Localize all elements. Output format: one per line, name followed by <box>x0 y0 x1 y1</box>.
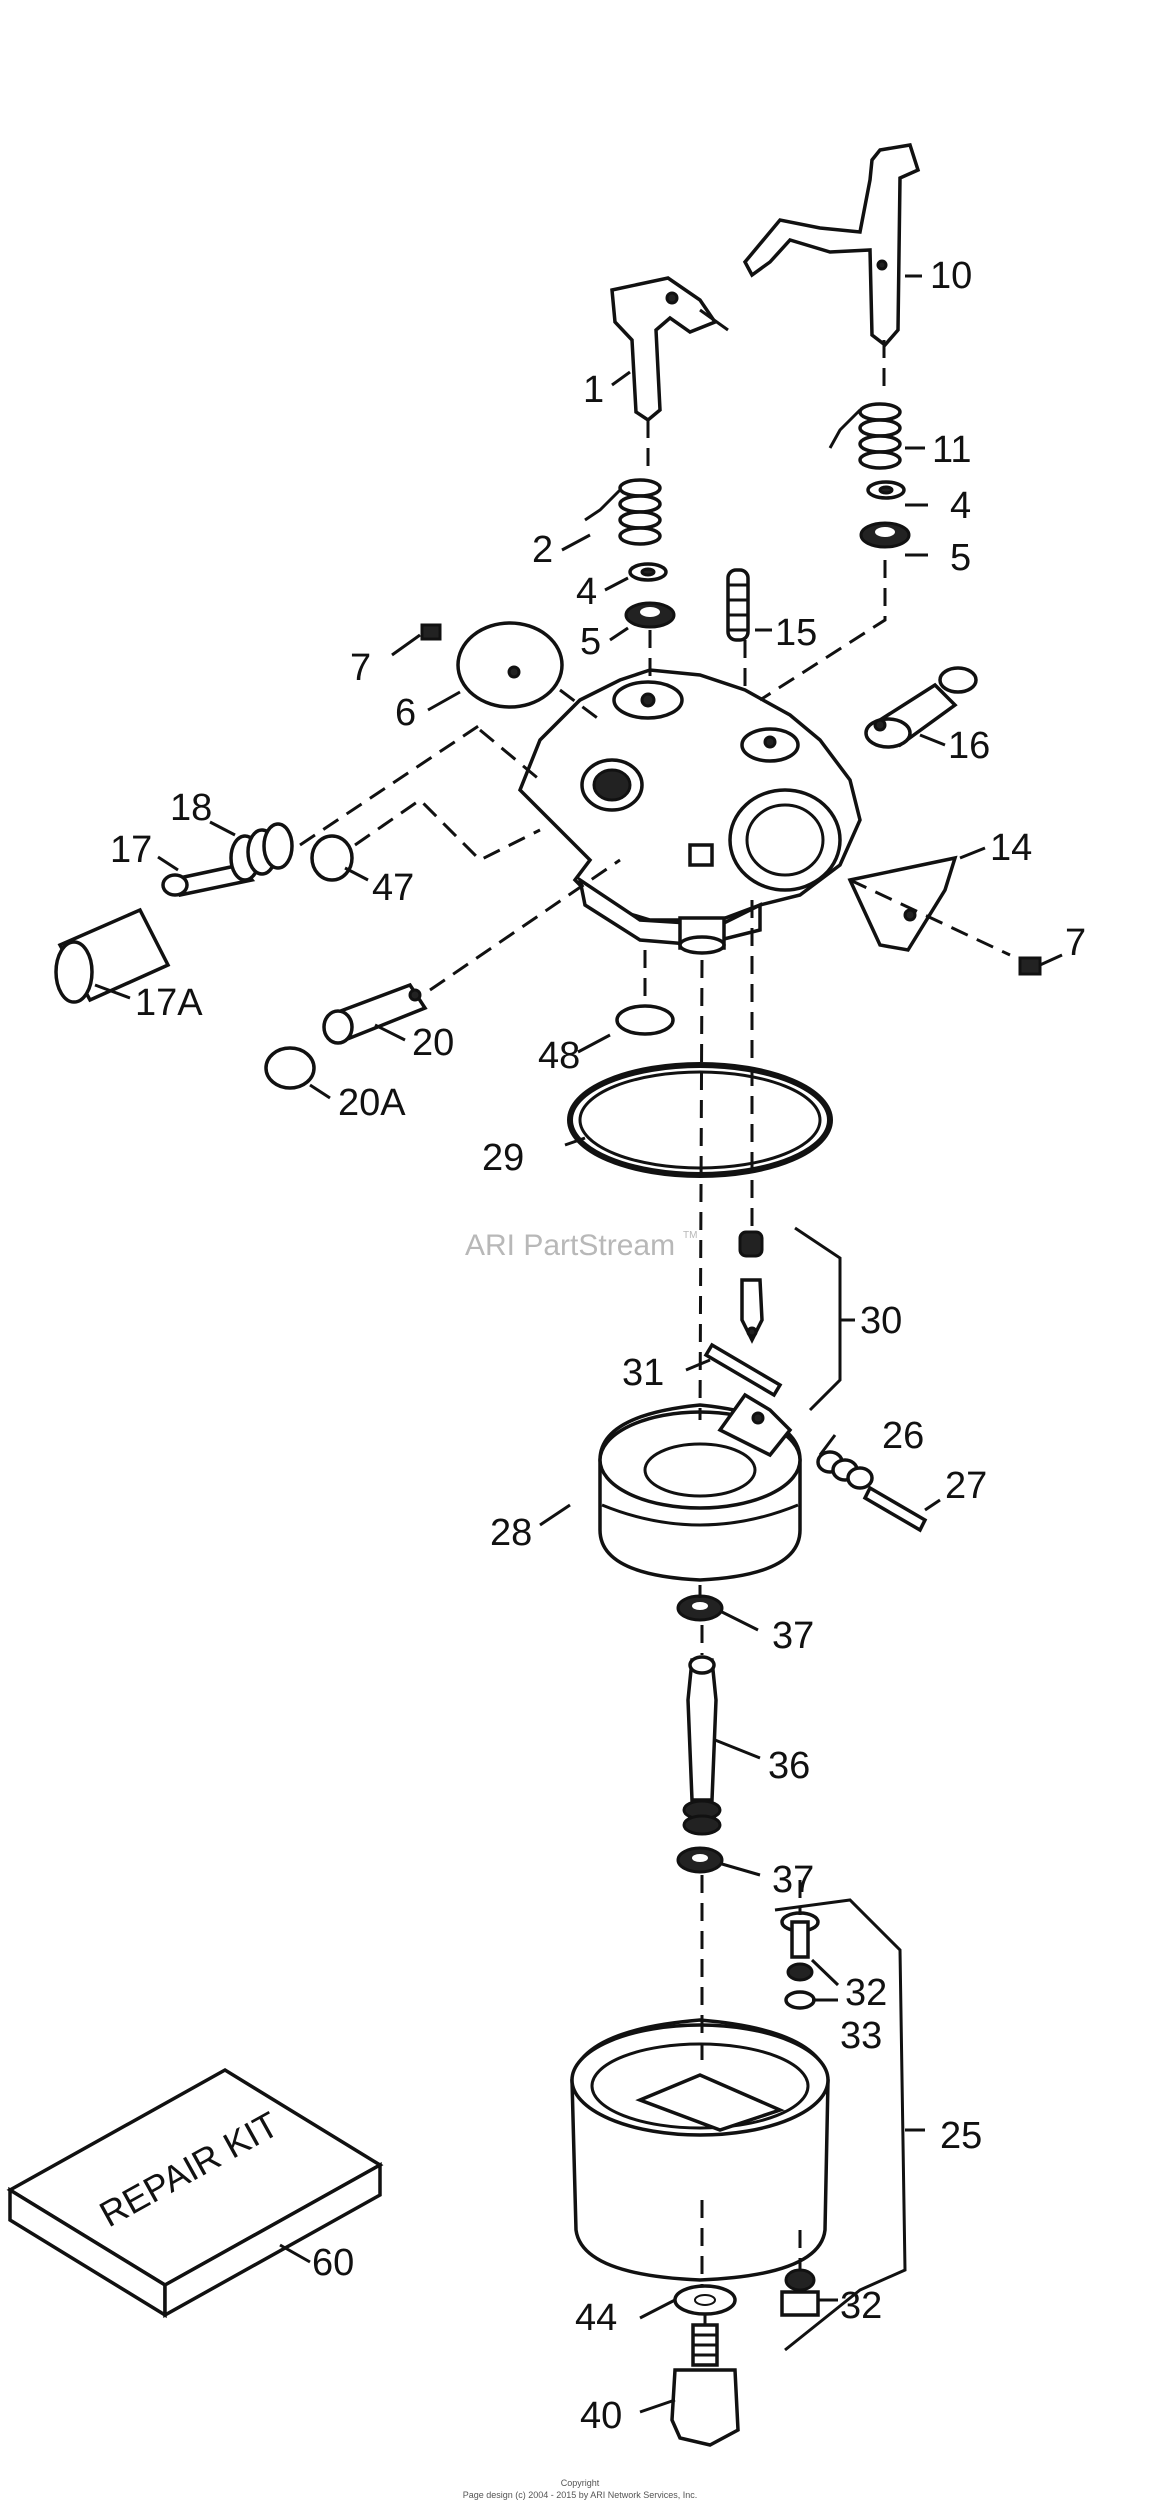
label-5b: 5 <box>950 537 971 579</box>
float-pin-part <box>862 1485 928 1533</box>
label-7a: 7 <box>350 647 371 689</box>
label-18: 18 <box>170 787 212 829</box>
fuel-inlet-fitting-part <box>864 666 978 749</box>
label-27: 27 <box>945 1465 987 1507</box>
label-37a: 37 <box>772 1615 814 1657</box>
label-10: 10 <box>930 255 972 297</box>
label-4b: 4 <box>950 485 971 527</box>
label-25: 25 <box>940 2115 982 2157</box>
bowl-washer-part <box>676 1846 724 1874</box>
label-16: 16 <box>948 725 990 767</box>
float-spring-part <box>816 1450 874 1490</box>
welch-plug-part <box>310 834 354 882</box>
float-part <box>598 1392 802 1582</box>
inlet-needle-part <box>738 1230 764 1344</box>
label-14: 14 <box>990 827 1032 869</box>
fuel-bowl-part <box>570 2018 830 2282</box>
label-44: 44 <box>575 2297 617 2339</box>
seal-part <box>859 521 911 549</box>
label-26: 26 <box>882 1415 924 1457</box>
carburetor-body-part <box>517 668 862 955</box>
idle-spring-part <box>229 822 294 882</box>
label-4a: 4 <box>576 571 597 613</box>
throttle-shaft-part <box>610 276 729 423</box>
label-17: 17 <box>110 829 152 871</box>
label-32b: 32 <box>840 2285 882 2327</box>
label-37b: 37 <box>772 1859 814 1901</box>
bowl-nut-part <box>670 2323 740 2447</box>
inlet-disc-part <box>615 1004 675 1036</box>
footer-page-design: Page design (c) 2004 - 2015 by ARI Netwo… <box>463 2490 698 2500</box>
repair-kit-box <box>6 2067 384 2319</box>
footer-copyright: Copyright <box>561 2478 600 2488</box>
label-48: 48 <box>538 1035 580 1077</box>
watermark: ARI PartStream <box>465 1229 675 1262</box>
label-28: 28 <box>490 1512 532 1554</box>
label-17A: 17A <box>135 982 203 1024</box>
label-1: 1 <box>583 369 604 411</box>
label-60: 60 <box>312 2242 354 2284</box>
washer-part <box>866 480 906 500</box>
label-5a: 5 <box>580 621 601 663</box>
label-29: 29 <box>482 1137 524 1179</box>
label-7b: 7 <box>1065 922 1086 964</box>
label-30: 30 <box>860 1300 902 1342</box>
label-32a: 32 <box>845 1972 887 2014</box>
label-6: 6 <box>395 692 416 734</box>
label-40: 40 <box>580 2395 622 2437</box>
main-jet-part <box>322 982 428 1045</box>
idle-screw-spring-part <box>726 568 750 642</box>
main-nozzle-part <box>682 1655 722 1836</box>
label-20: 20 <box>412 1022 454 1064</box>
part-labels: 1 2 4 5 10 11 4 5 7 6 15 16 14 7 18 17 4… <box>110 255 1086 2437</box>
label-33: 33 <box>840 2015 882 2057</box>
throttle-spring-part <box>584 478 662 546</box>
throttle-plate-part <box>420 621 564 709</box>
choke-screw-part <box>1018 956 1042 976</box>
label-11: 11 <box>932 429 971 471</box>
jet-cap-part <box>264 1046 316 1090</box>
label-47: 47 <box>372 867 414 909</box>
choke-shaft-part <box>742 143 921 348</box>
float-pin-clip-part <box>703 1342 783 1398</box>
choke-spring-part <box>828 402 902 470</box>
seal-part <box>624 601 676 629</box>
label-20A: 20A <box>338 1082 406 1124</box>
idle-mixture-screw-part <box>161 863 256 897</box>
washer-part <box>628 562 668 582</box>
drain-valve-bottom-part <box>780 2268 820 2317</box>
limiter-cap-part <box>54 907 171 1004</box>
assembly-lines <box>94 274 1063 2414</box>
label-31: 31 <box>622 1352 664 1394</box>
bowl-washer-part <box>676 1594 724 1622</box>
bowl-nut-washer-part <box>673 2284 737 2316</box>
watermark-tm: TM <box>683 1230 697 1241</box>
label-15: 15 <box>775 612 817 654</box>
label-2: 2 <box>532 529 553 571</box>
label-36: 36 <box>768 1745 810 1787</box>
